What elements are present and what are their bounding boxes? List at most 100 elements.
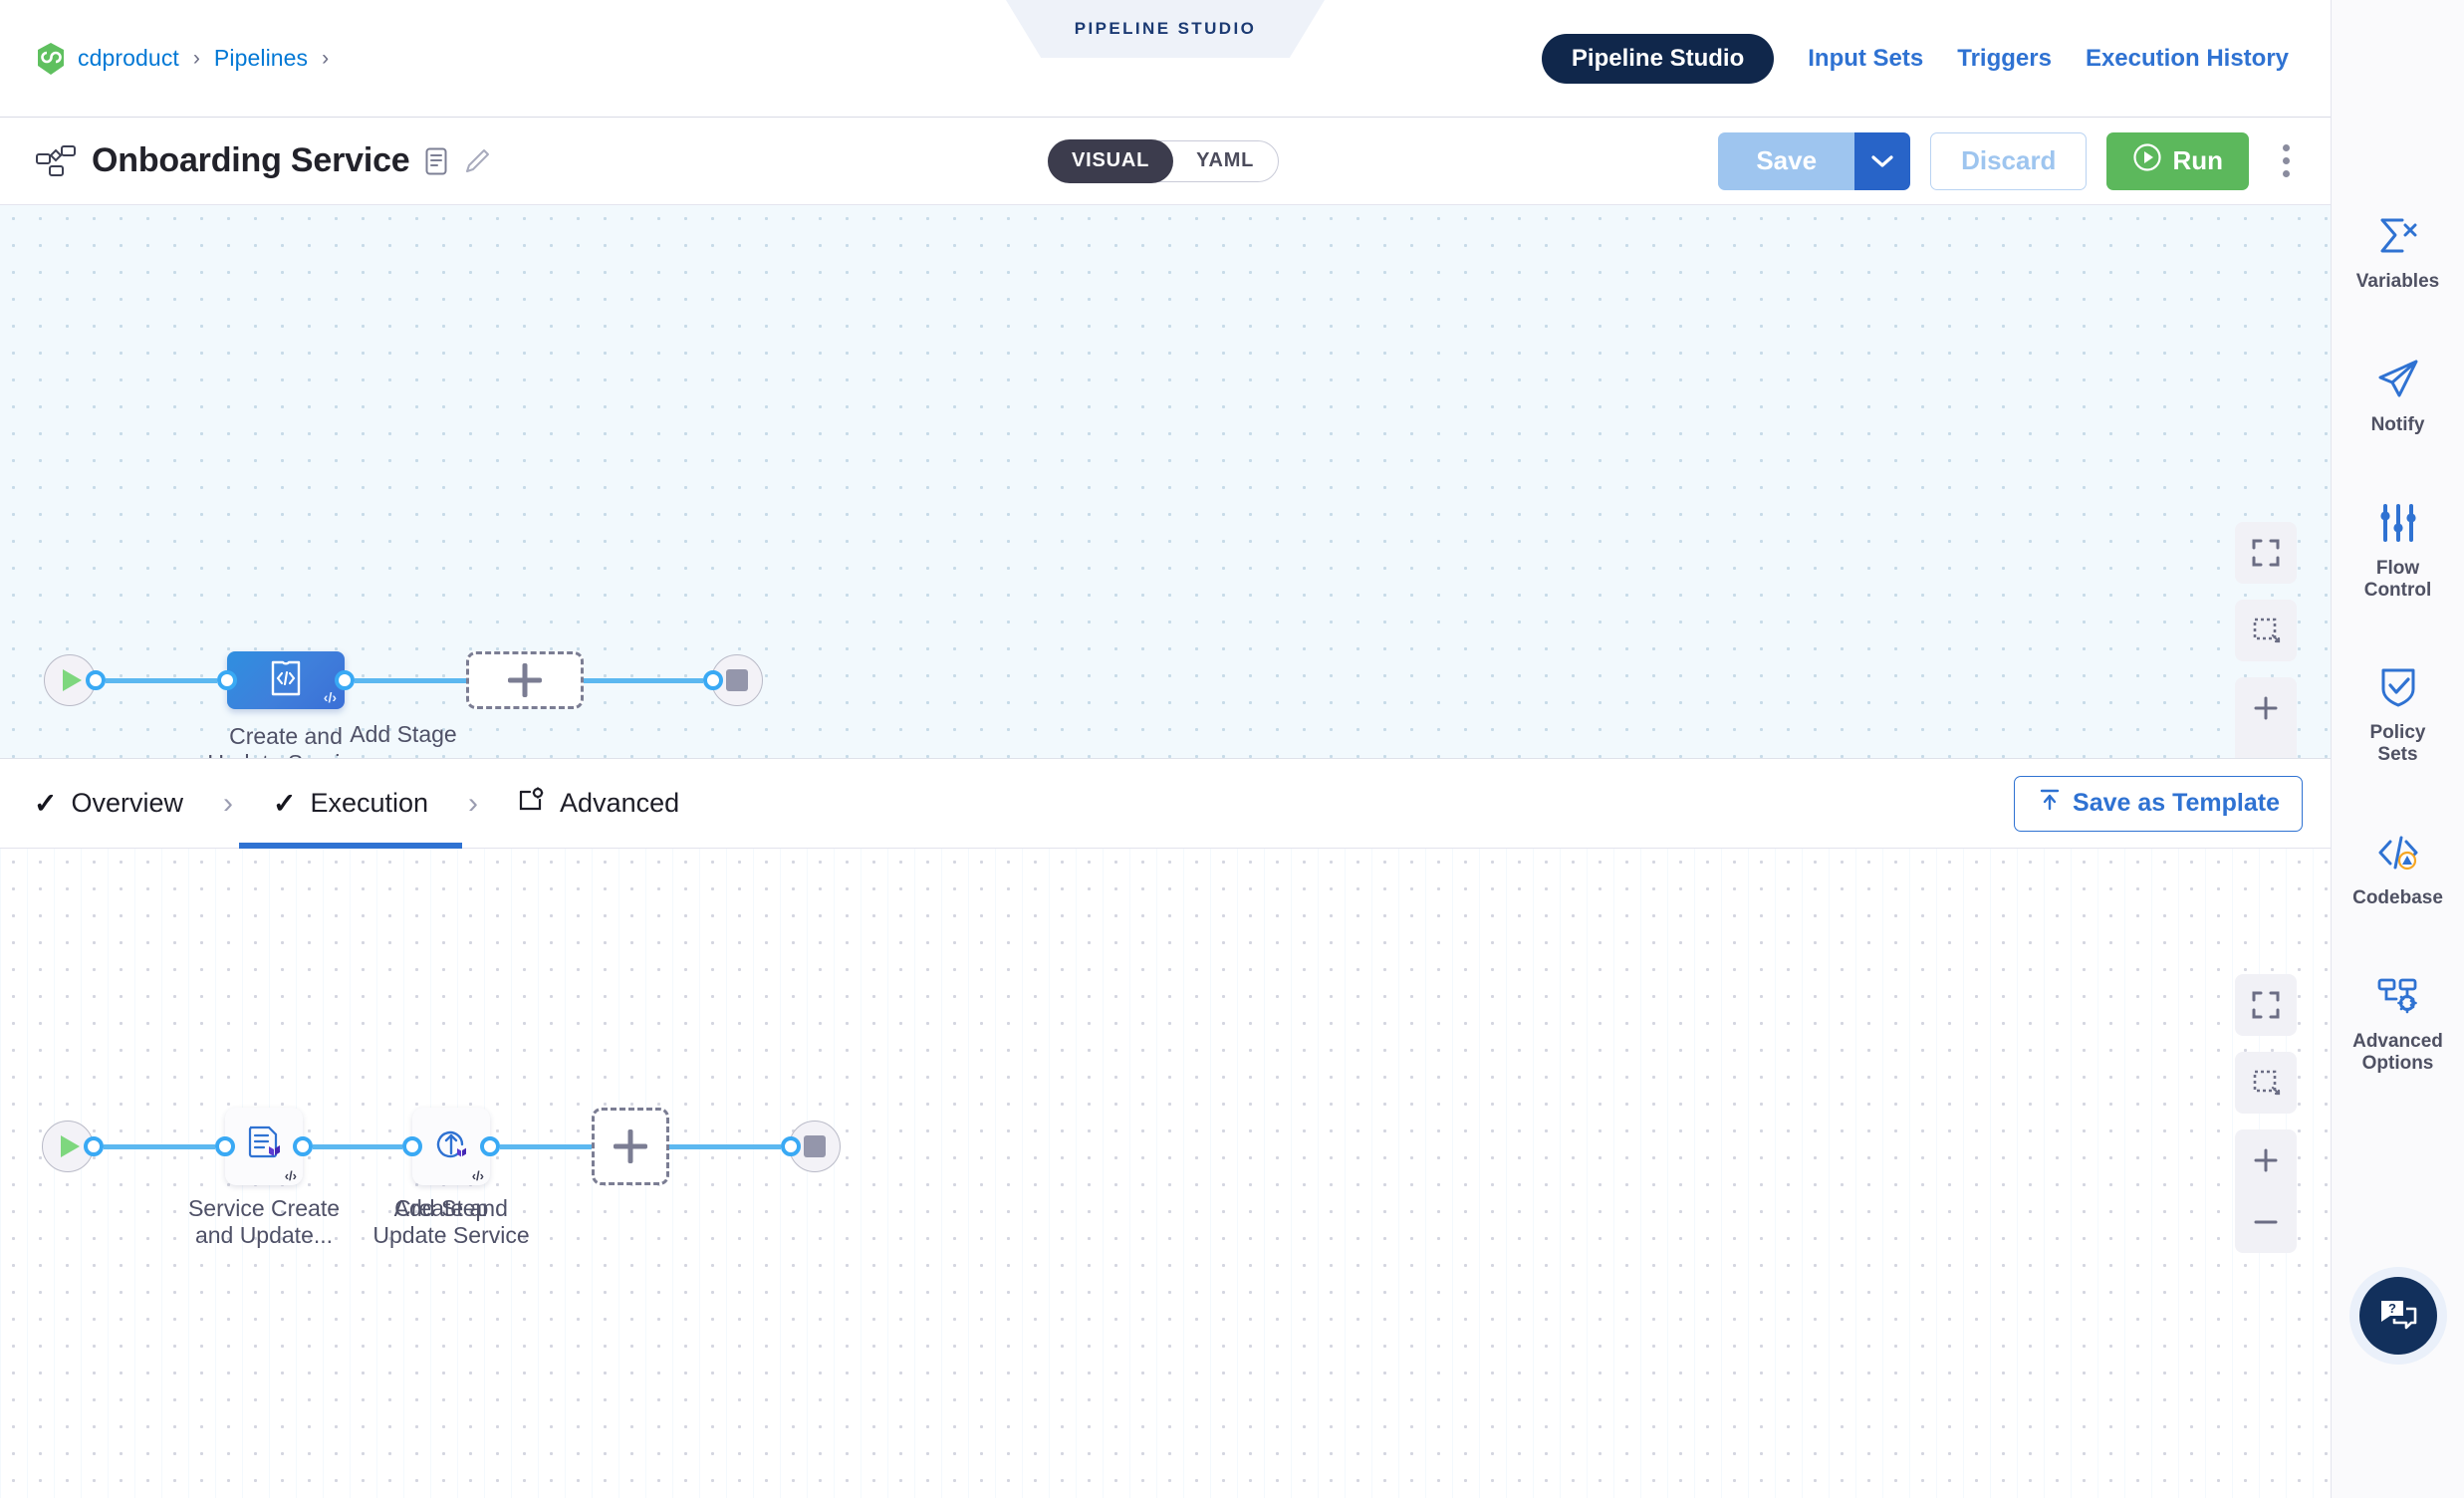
zoom-in-icon[interactable] [2235,677,2297,739]
tab-overview[interactable]: ✓ Overview [0,759,217,849]
toggle-option-visual[interactable]: VISUAL [1048,138,1174,183]
breadcrumb-separator-2: › [322,46,330,70]
port-end-in[interactable] [703,670,723,690]
help-chat-icon[interactable]: ? [2358,1277,2437,1355]
breadcrumb: cdproduct › Pipelines › [0,42,331,76]
selection-box-icon-2[interactable] [2235,1052,2297,1114]
pipeline-studio-ribbon-label: PIPELINE STUDIO [1074,19,1257,38]
play-icon-2 [60,1135,80,1157]
tab-advanced[interactable]: Advanced [484,759,713,849]
zoom-in-icon-2[interactable] [2235,1129,2297,1191]
rail-label-codebase: Codebase [2352,887,2443,909]
pipeline-studio-ribbon: PIPELINE STUDIO [1006,0,1325,58]
nav-tab-execution-history[interactable]: Execution History [2085,44,2289,72]
add-stage-button[interactable]: Add Stage [350,651,584,747]
port-step1-out[interactable] [293,1136,313,1156]
harness-logo-icon [36,42,66,76]
play-icon [62,669,82,691]
sigma-variables-icon [2376,213,2420,259]
nav-tab-triggers[interactable]: Triggers [1957,44,2052,72]
wire-start-to-stage [106,677,217,683]
toggle-option-yaml[interactable]: YAML [1196,149,1255,171]
add-step-label: Add Step [393,1195,489,1221]
port-stage-out[interactable] [335,670,355,690]
rail-label-notify: Notify [2370,413,2425,435]
breadcrumb-separator: › [192,46,200,70]
sliders-icon [2376,500,2420,546]
wire-step1-to-step2 [313,1143,402,1149]
main-column: cdproduct › Pipelines › PIPELINE STUDIO … [0,0,2331,1498]
selection-box-icon[interactable] [2235,600,2297,661]
stop-icon [726,669,748,691]
stage-canvas-controls [2235,522,2297,758]
run-label: Run [2172,145,2223,175]
play-circle-icon [2132,142,2162,179]
top-navigation: Pipeline Studio Input Sets Triggers Exec… [1541,33,2331,84]
fit-screen-icon[interactable] [2235,522,2297,584]
check-icon: ✓ [34,788,58,819]
nav-tab-input-sets[interactable]: Input Sets [1808,44,1924,72]
template-badge-step1: ‹/› [284,1168,297,1183]
rail-item-notify[interactable]: Notify [2332,357,2464,436]
execution-canvas-controls [2235,974,2297,1253]
advanced-settings-icon [518,786,546,821]
add-step-button[interactable]: Add Step [394,1108,669,1221]
stop-icon-2 [804,1135,826,1157]
discard-button[interactable]: Discard [1930,131,2088,190]
fit-screen-icon-2[interactable] [2235,974,2297,1036]
terraform-plan-icon [242,1123,286,1171]
port-step1-in[interactable] [215,1136,235,1156]
chevron-right-icon-2: › [468,786,479,820]
breadcrumb-item-pipelines[interactable]: Pipelines [213,45,309,71]
wire-start-to-step1 [104,1143,215,1149]
rail-item-codebase[interactable]: Codebase [2332,830,2464,909]
breadcrumb-item-cdproduct[interactable]: cdproduct [78,45,179,71]
plus-icon-2 [614,1129,647,1163]
pipeline-graph-icon [36,144,76,178]
port-exec-end-in[interactable] [781,1136,801,1156]
save-dropdown-button[interactable] [1854,131,1911,190]
port-start-out[interactable] [86,670,106,690]
tab-execution-label: Execution [310,788,429,818]
kebab-menu-icon[interactable] [2269,132,2303,190]
template-code-icon [269,660,303,701]
port-step2-in[interactable] [402,1136,422,1156]
rail-label-variables: Variables [2355,271,2440,292]
rail-item-variables[interactable]: Variables [2332,213,2464,293]
save-button[interactable]: Save [1718,131,1855,190]
nav-tab-pipeline-studio[interactable]: Pipeline Studio [1541,33,1775,84]
tab-execution[interactable]: ✓ Execution [239,759,463,849]
save-as-template-button[interactable]: Save as Template [2014,775,2303,832]
port-stage-in[interactable] [217,670,237,690]
shield-check-icon [2376,664,2420,710]
zoom-controls-2 [2235,1129,2297,1253]
zoom-out-icon-2[interactable] [2235,1191,2297,1253]
save-button-group: Save [1718,131,1911,190]
advanced-options-icon [2374,973,2422,1019]
description-icon[interactable] [425,147,447,175]
run-button[interactable]: Run [2106,131,2249,190]
chevron-right-icon: › [223,786,233,820]
visual-yaml-toggle[interactable]: VISUAL YAML [1048,138,1280,183]
wire-add-to-end [584,677,703,683]
pencil-icon[interactable] [463,147,491,175]
port-exec-start-out[interactable] [84,1136,104,1156]
zoom-out-icon[interactable] [2235,739,2297,758]
template-badge-step2: ‹/› [471,1168,484,1183]
svg-text:?: ? [2388,1301,2396,1316]
wire-step2-to-add [500,1143,592,1149]
port-step2-out[interactable] [480,1136,500,1156]
